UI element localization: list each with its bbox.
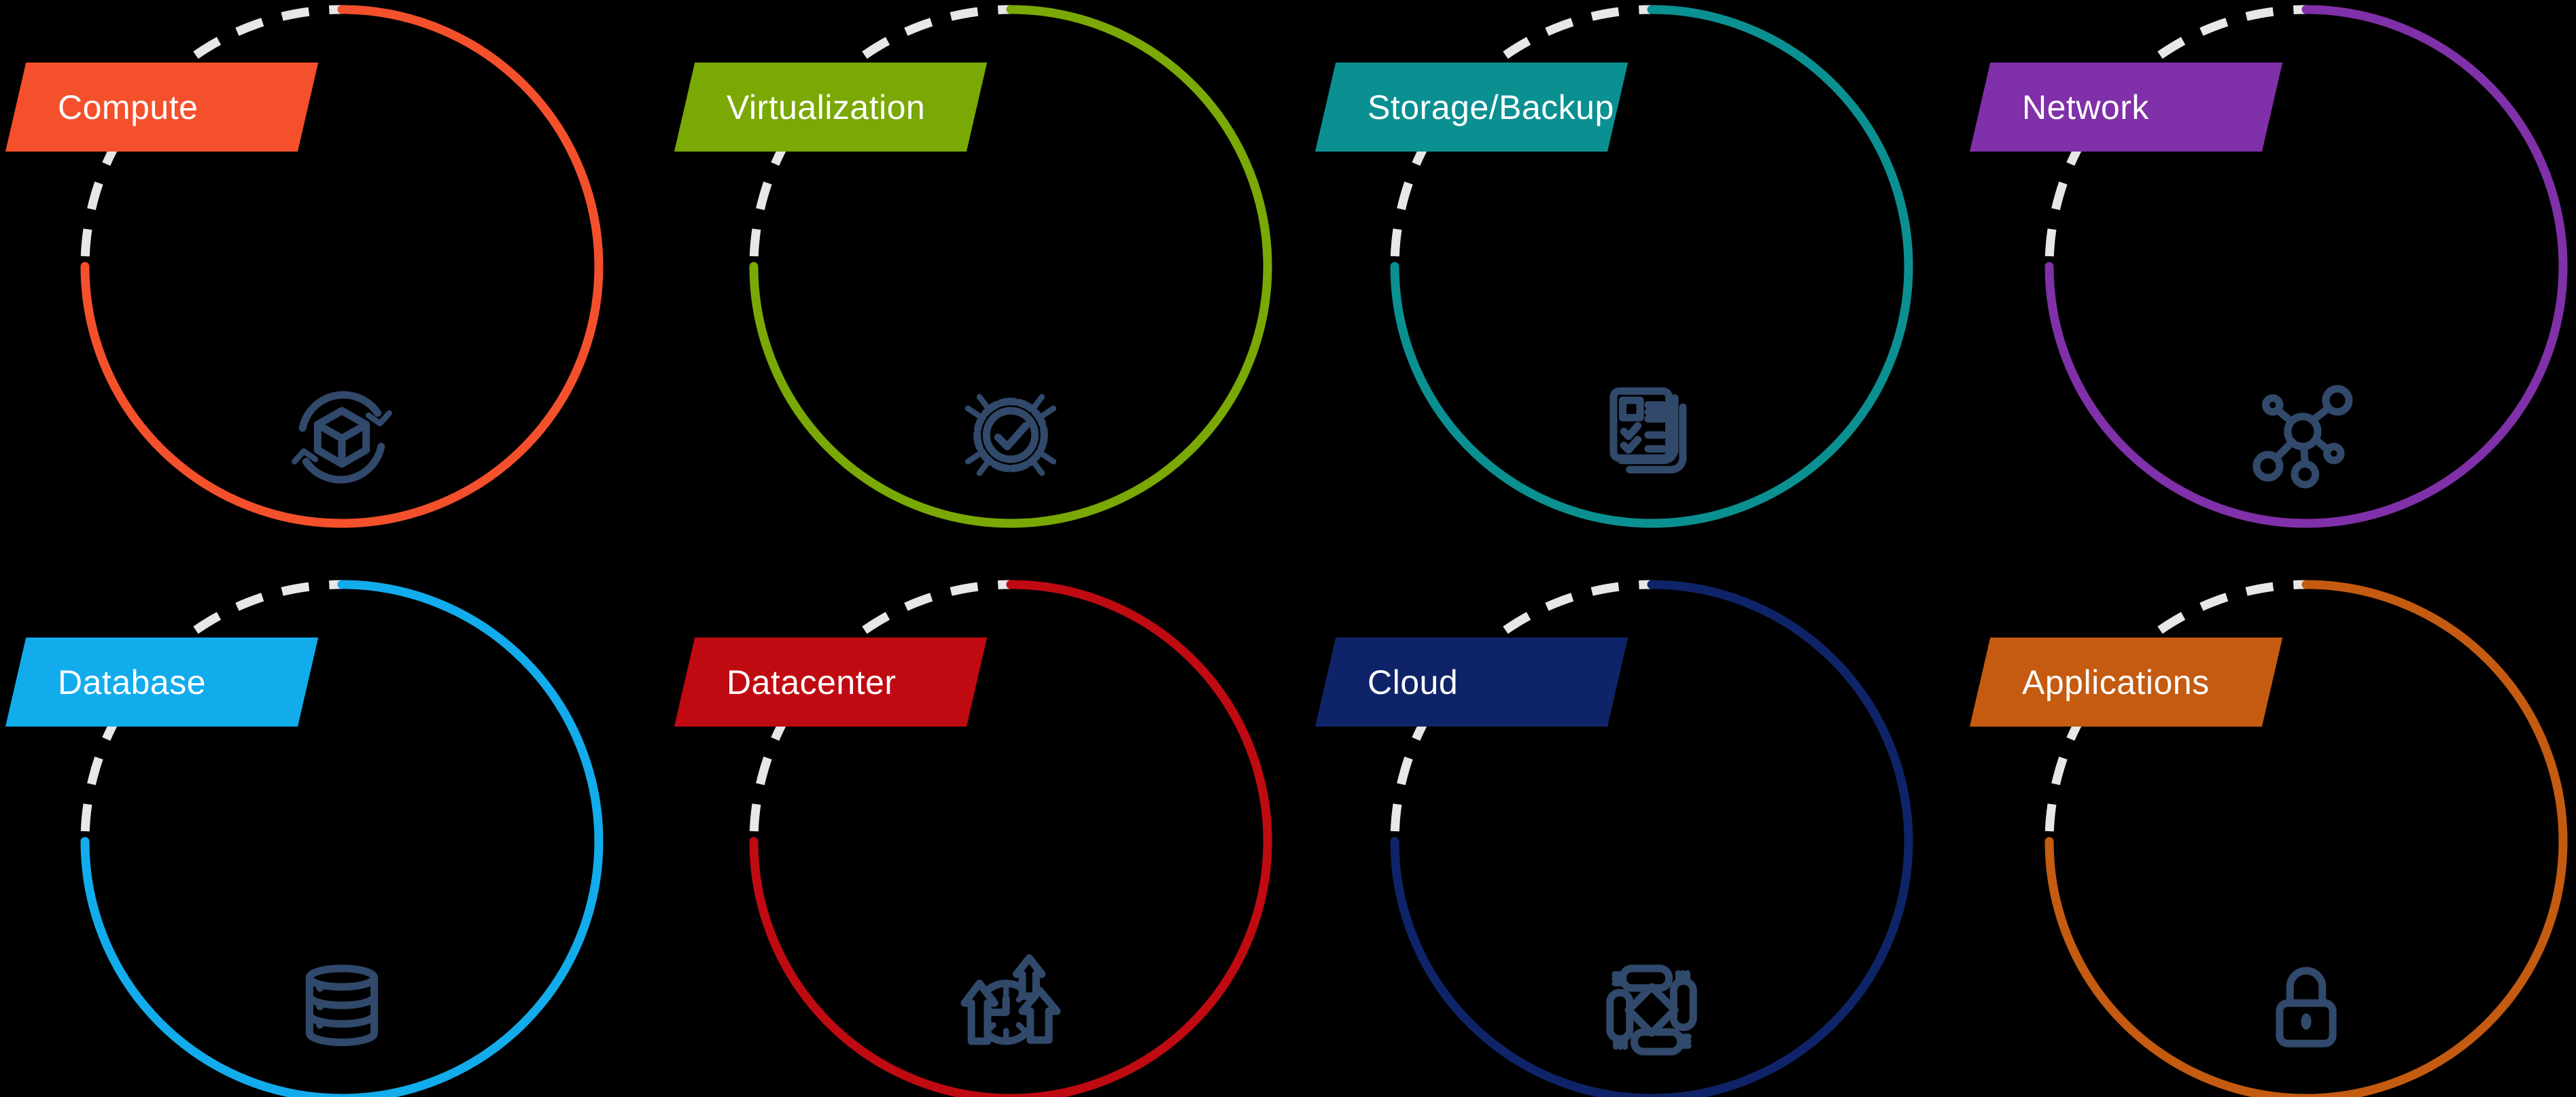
category-label: Compute [5, 63, 319, 152]
document-stack-checklist-icon [1609, 387, 1687, 474]
panel-storage-backup: Storage/Backup [1310, 0, 1983, 551]
ring-solid-arc [749, 5, 1272, 528]
category-label: Datacenter [674, 638, 988, 727]
category-label: Database [5, 638, 319, 727]
ring-solid-arc [2044, 580, 2568, 1097]
verified-badge-check-icon [964, 394, 1057, 476]
padlock-icon [2276, 967, 2337, 1047]
ring-solid-arc [1390, 580, 1913, 1097]
category-label-text: Storage/Backup [1368, 88, 1614, 126]
panel-database: Database [0, 575, 673, 1097]
cube-sync-icon [292, 391, 392, 484]
ring-solid-arc [2044, 5, 2568, 528]
ring-solid-arc [80, 5, 604, 528]
category-label-text: Datacenter [727, 663, 897, 701]
category-label: Applications [1970, 638, 2283, 727]
category-label-text: Applications [2022, 663, 2210, 701]
panel-applications: Applications [1964, 575, 2576, 1097]
panel-cloud: Cloud [1310, 575, 1983, 1097]
category-label: Storage/Backup [1315, 63, 1629, 152]
category-label: Virtualization [674, 63, 988, 152]
category-label-text: Compute [58, 88, 198, 126]
category-label-text: Virtualization [727, 88, 926, 126]
ring-solid-arc [80, 580, 604, 1097]
ring-solid-arc [749, 580, 1272, 1097]
ring-solid-arc [1390, 5, 1913, 528]
panel-compute: Compute [0, 0, 673, 551]
panel-network: Network [1964, 0, 2576, 551]
category-label-text: Cloud [1368, 663, 1459, 701]
panel-virtualization: Virtualization [669, 0, 1342, 551]
panel-datacenter: Datacenter [669, 575, 1342, 1097]
category-label: Network [1970, 63, 2283, 152]
teamwork-hands-icon [1606, 964, 1697, 1056]
category-label: Cloud [1315, 638, 1629, 727]
category-label-text: Network [2022, 88, 2149, 126]
database-cylinder-icon [305, 964, 379, 1047]
category-label-text: Database [58, 663, 207, 701]
uptime-clock-arrows-icon [960, 954, 1061, 1045]
connected-nodes-icon [2252, 385, 2353, 489]
